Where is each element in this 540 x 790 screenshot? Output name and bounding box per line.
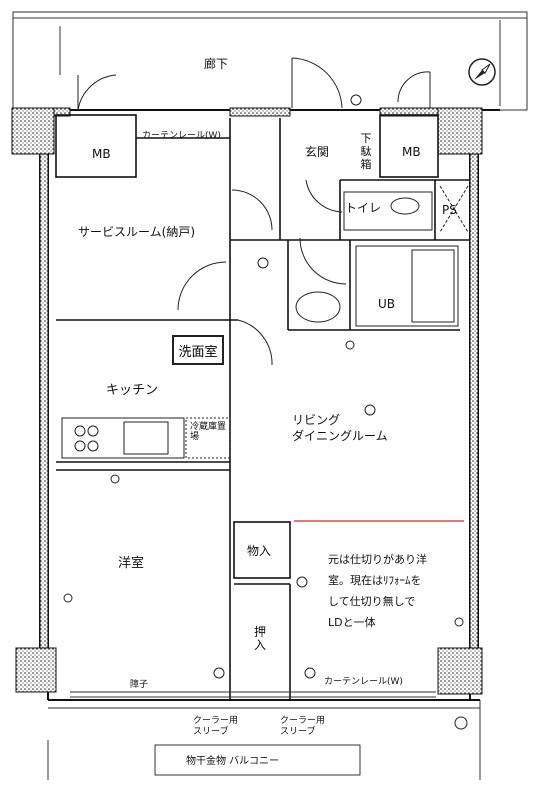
column-blocks [11, 107, 483, 695]
interior-walls [55, 114, 470, 700]
outlet-symbols [63, 94, 468, 730]
toilet-label: トイレ [345, 201, 382, 215]
door-swings [77, 57, 431, 366]
corridor-label: 廊下 [204, 57, 229, 71]
living-label-2: ダイニングルーム [292, 429, 388, 443]
balcony-label: 物干金物 バルコニー [186, 756, 279, 767]
balcony-outline [47, 691, 481, 780]
western-room-label: 洋室 [118, 556, 145, 571]
service-room-label: サービスルーム(納戸) [78, 225, 196, 239]
cooler-sleeve-2-label: クーラー用スリーブ [280, 716, 326, 737]
entrance-label: 玄関 [305, 145, 330, 159]
renovation-note: 元は仕切りがあり洋 室。現在はﾘﾌｫｰﾑを して仕切り無しで LDと一体 [328, 553, 427, 629]
closet-label: 押入 [254, 625, 267, 652]
shoji-label: 障子 [130, 680, 149, 690]
curtain-rail-top-label: カーテンレール(W) [142, 131, 221, 141]
ub-label: UB [378, 297, 396, 311]
compass-icon [468, 58, 496, 86]
bath-fixtures [295, 185, 469, 327]
curtain-rail-bottom-label: カーテンレール(W) [324, 677, 403, 687]
kitchen-counter [61, 417, 231, 459]
living-label-1: リビング [292, 413, 341, 427]
mb-left-label: MB [92, 147, 111, 161]
mb-right-label: MB [402, 145, 421, 159]
corridor-outline [12, 11, 528, 111]
fridge-label: 冷蔵庫置場 [190, 422, 227, 442]
shoe-box-label: 下駄箱 [360, 132, 372, 171]
ps-label: PS [442, 203, 457, 217]
kitchen-label: キッチン [106, 383, 159, 398]
cooler-sleeve-1-label: クーラー用スリーブ [193, 716, 239, 737]
washroom-label: 洗面室 [172, 335, 224, 365]
storage-label: 物入 [247, 544, 272, 558]
